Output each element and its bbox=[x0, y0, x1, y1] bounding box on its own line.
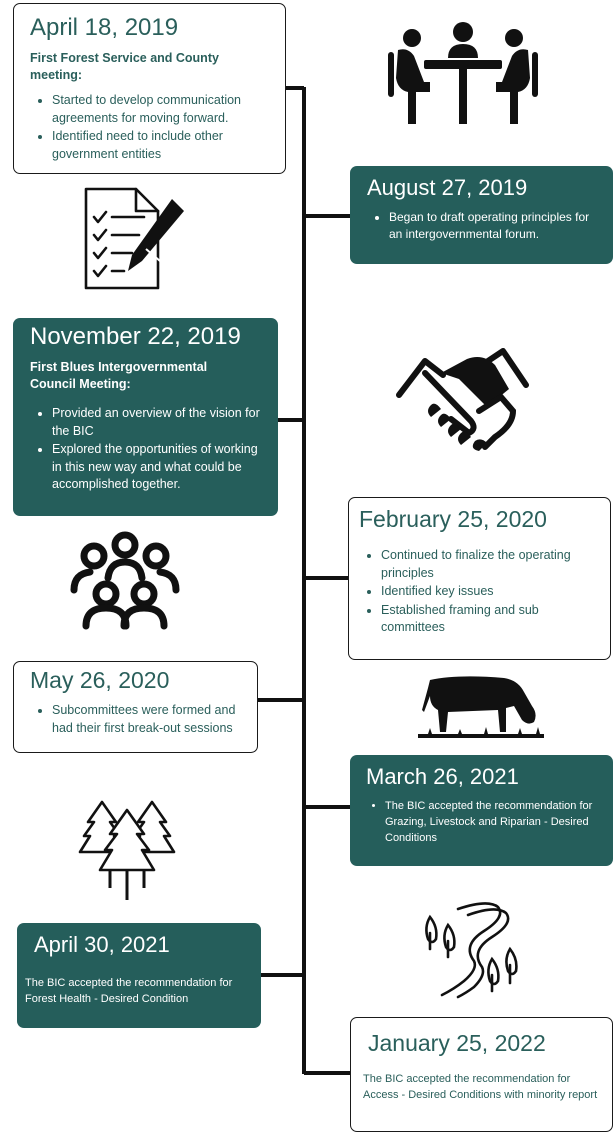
event-card-march-2021: March 26, 2021 The BIC accepted the reco… bbox=[350, 755, 613, 866]
event-bullet: Started to develop communication agreeme… bbox=[52, 92, 271, 127]
connector-january-2022 bbox=[304, 1071, 351, 1075]
event-date: April 30, 2021 bbox=[34, 932, 170, 957]
event-date: January 25, 2022 bbox=[368, 1030, 546, 1056]
event-bullet: Explored the opportunities of working in… bbox=[52, 441, 266, 494]
event-card-february-2020: February 25, 2020 Continued to finalize … bbox=[348, 497, 611, 660]
event-bullet: Identified key issues bbox=[381, 583, 598, 601]
event-date: May 26, 2020 bbox=[30, 667, 170, 693]
event-date: February 25, 2020 bbox=[359, 506, 547, 532]
meeting-table-icon bbox=[388, 22, 538, 124]
timeline-spine bbox=[302, 87, 306, 1074]
event-subtitle: First Blues Intergovernmental Council Me… bbox=[30, 360, 208, 391]
event-bullet: Subcommittees were formed and had their … bbox=[52, 702, 247, 737]
people-group-icon bbox=[70, 531, 180, 630]
connector-february-2020 bbox=[304, 576, 349, 580]
event-bullets: Started to develop communication agreeme… bbox=[30, 92, 271, 163]
event-card-november-2019: November 22, 2019 First Blues Intergover… bbox=[13, 318, 278, 516]
connector-november-2019 bbox=[276, 418, 304, 422]
connector-march-2021 bbox=[304, 805, 351, 809]
event-card-january-2022: January 25, 2022 The BIC accepted the re… bbox=[350, 1017, 613, 1132]
event-bullet: Established framing and sub committees bbox=[381, 602, 598, 637]
pine-trees-icon bbox=[78, 800, 176, 900]
river-trees-icon bbox=[425, 902, 518, 999]
event-bullets: Began to draft operating principles for … bbox=[367, 209, 601, 243]
connector-april-2021 bbox=[260, 973, 304, 977]
connector-august-2019 bbox=[304, 214, 351, 218]
connector-april-2019 bbox=[286, 86, 304, 90]
event-bullets: Continued to finalize the operating prin… bbox=[359, 547, 598, 637]
event-subtitle: First Forest Service and County meeting: bbox=[30, 51, 219, 82]
event-text: The BIC accepted the recommendation for … bbox=[363, 1073, 598, 1101]
event-date: March 26, 2021 bbox=[366, 764, 519, 789]
event-bullet: Began to draft operating principles for … bbox=[389, 209, 601, 243]
event-date: April 18, 2019 bbox=[30, 14, 179, 41]
event-bullets: The BIC accepted the recommendation for … bbox=[366, 798, 601, 846]
event-bullet: The BIC accepted the recommendation for … bbox=[385, 798, 601, 846]
event-card-may-2020: May 26, 2020 Subcommittees were formed a… bbox=[13, 661, 258, 753]
event-date: August 27, 2019 bbox=[367, 175, 528, 200]
grazing-cow-icon bbox=[418, 676, 544, 738]
handshake-icon bbox=[396, 348, 529, 451]
event-text: The BIC accepted the recommendation for … bbox=[25, 977, 233, 1005]
event-card-august-2019: August 27, 2019 Began to draft operating… bbox=[350, 166, 613, 264]
event-bullet: Provided an overview of the vision for t… bbox=[52, 405, 266, 440]
event-card-april-2021: April 30, 2021 The BIC accepted the reco… bbox=[17, 923, 261, 1028]
event-bullet: Identified need to include other governm… bbox=[52, 128, 271, 163]
event-card-april-2019: April 18, 2019 First Forest Service and … bbox=[13, 3, 286, 174]
checklist-pen-icon bbox=[84, 187, 184, 290]
event-bullets: Provided an overview of the vision for t… bbox=[30, 405, 266, 494]
event-date: November 22, 2019 bbox=[30, 323, 241, 350]
event-bullet: Continued to finalize the operating prin… bbox=[381, 547, 598, 582]
event-bullets: Subcommittees were formed and had their … bbox=[30, 702, 247, 737]
connector-may-2020 bbox=[258, 698, 304, 702]
